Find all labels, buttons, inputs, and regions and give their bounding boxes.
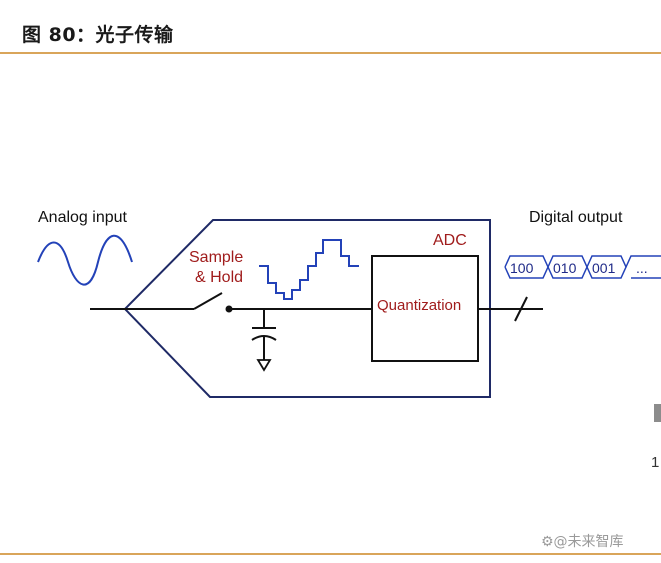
quantization-label: Quantization	[377, 297, 461, 314]
top-rule	[0, 52, 661, 54]
analog-input-label: Analog input	[38, 209, 128, 226]
figure-title: 图 80：光子传输	[22, 24, 174, 46]
digital-output-label: Digital output	[529, 209, 623, 226]
ground-icon	[256, 359, 272, 372]
bit-label: 010	[553, 260, 577, 276]
edge-text: 1	[651, 454, 660, 471]
bit-stream	[504, 255, 661, 279]
quantization-box	[371, 255, 479, 362]
bit-ellipsis: ...	[636, 260, 648, 276]
sample-label: Sample	[189, 249, 243, 266]
bus-slash	[514, 296, 528, 322]
staircase-waveform	[259, 239, 359, 300]
capacitor-icon	[251, 309, 277, 360]
watermark: ⚙@未来智库	[541, 534, 624, 550]
bit-label: 001	[592, 260, 616, 276]
bit-label: 100	[510, 260, 534, 276]
analog-sine-wave	[37, 234, 133, 286]
edge-scrollbar-mark	[654, 404, 661, 422]
adc-label: ADC	[433, 232, 467, 249]
hold-label: & Hold	[195, 269, 243, 286]
switch-lever	[193, 292, 223, 310]
bottom-rule	[0, 553, 661, 555]
